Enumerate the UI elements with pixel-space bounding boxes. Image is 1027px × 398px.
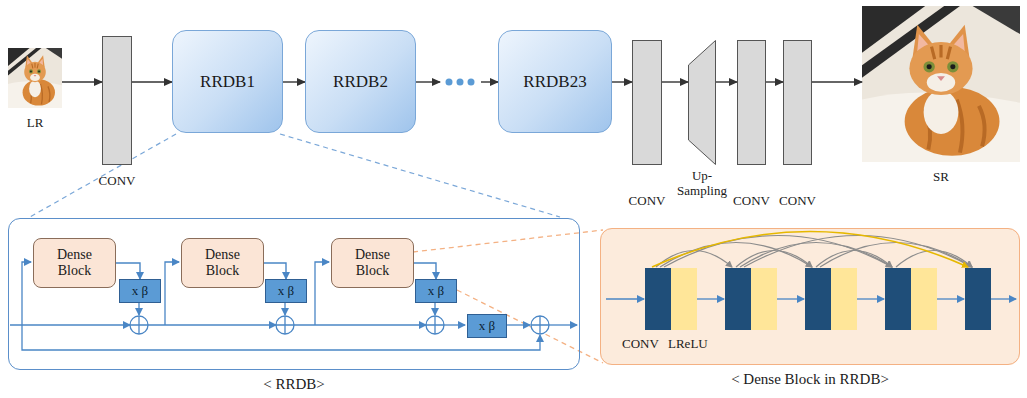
- dense-block: Dense Block: [181, 238, 264, 288]
- low-res-photo: [8, 48, 62, 108]
- conv-lrelu-layers: [645, 268, 991, 330]
- scale-box: x β: [119, 279, 161, 303]
- input-image: LR: [8, 48, 62, 108]
- dense-block: Dense Block: [331, 238, 414, 288]
- node-label: x β: [428, 284, 444, 299]
- node-label: x β: [132, 284, 148, 299]
- node-caption: < Dense Block in RRDB>: [731, 371, 889, 388]
- super-res-photo: [862, 6, 1020, 162]
- flow-arrow: [283, 82, 305, 83]
- flow-arrow: [132, 82, 172, 83]
- flow-arrow: [264, 263, 286, 279]
- conv-layer: CONV: [783, 40, 812, 165]
- flow-arrow: [662, 82, 688, 83]
- flow-arrow: [716, 82, 737, 83]
- upsampling-layer: Up- Sampling: [688, 40, 716, 165]
- sum-node: [130, 316, 549, 334]
- node-label: Dense Block: [345, 247, 401, 279]
- conv-layer: CONV: [737, 40, 766, 165]
- rrdb-block: RRDB2: [305, 30, 416, 133]
- node-label: RRDB1: [200, 72, 255, 92]
- node-caption: CONV: [779, 194, 816, 209]
- node-caption: CONV: [629, 194, 666, 209]
- conv-layer: CONV: [102, 36, 132, 165]
- conv-layer: CONV: [632, 40, 662, 165]
- node-caption: CONV: [733, 194, 770, 209]
- node-label: Dense Block: [47, 247, 103, 279]
- node-caption: CONV: [99, 174, 136, 189]
- scale-box: x β: [265, 279, 307, 303]
- dense-skip-arc: [652, 232, 968, 268]
- flow-arrow: [62, 82, 102, 83]
- flow-arrow: [612, 82, 632, 83]
- rrdb-block: RRDB23: [498, 30, 612, 133]
- zoom-leader: [280, 134, 560, 217]
- node-label: x β: [479, 319, 495, 334]
- flow-arrow: [414, 263, 436, 279]
- flow-arrow: [812, 82, 862, 83]
- node-caption: SR: [933, 170, 949, 185]
- scale-box: x β: [415, 279, 457, 303]
- dense-block: Dense Block: [33, 238, 116, 288]
- dense-detail-panel: < Dense Block in RRDB>: [600, 228, 1020, 365]
- dense-skip-arcs: [656, 236, 972, 268]
- rrdb-block: RRDB1: [172, 30, 283, 133]
- node-caption: LR: [27, 116, 44, 131]
- scale-box: x β: [467, 314, 507, 338]
- node-caption: Up- Sampling: [674, 169, 730, 199]
- flow-arrow: [116, 263, 140, 279]
- output-image: SR: [862, 6, 1020, 162]
- zoom-leader: [457, 290, 603, 363]
- node-label: RRDB2: [333, 72, 388, 92]
- node-label: Dense Block: [195, 247, 251, 279]
- node-label: RRDB23: [523, 72, 586, 92]
- flow-arrow: [416, 79, 498, 86]
- zoom-leader: [413, 230, 603, 252]
- layer-label: LReLU: [668, 337, 708, 352]
- node-caption: < RRDB>: [263, 376, 325, 393]
- node-label: x β: [278, 284, 294, 299]
- trapezoid-outline: [688, 40, 716, 165]
- flow-arrow: [766, 82, 783, 83]
- rrdb-detail-panel: < RRDB>Dense Blockx βDense Blockx βDense…: [8, 218, 580, 370]
- layer-label: CONV: [622, 337, 659, 352]
- panel-ground: [600, 228, 1020, 365]
